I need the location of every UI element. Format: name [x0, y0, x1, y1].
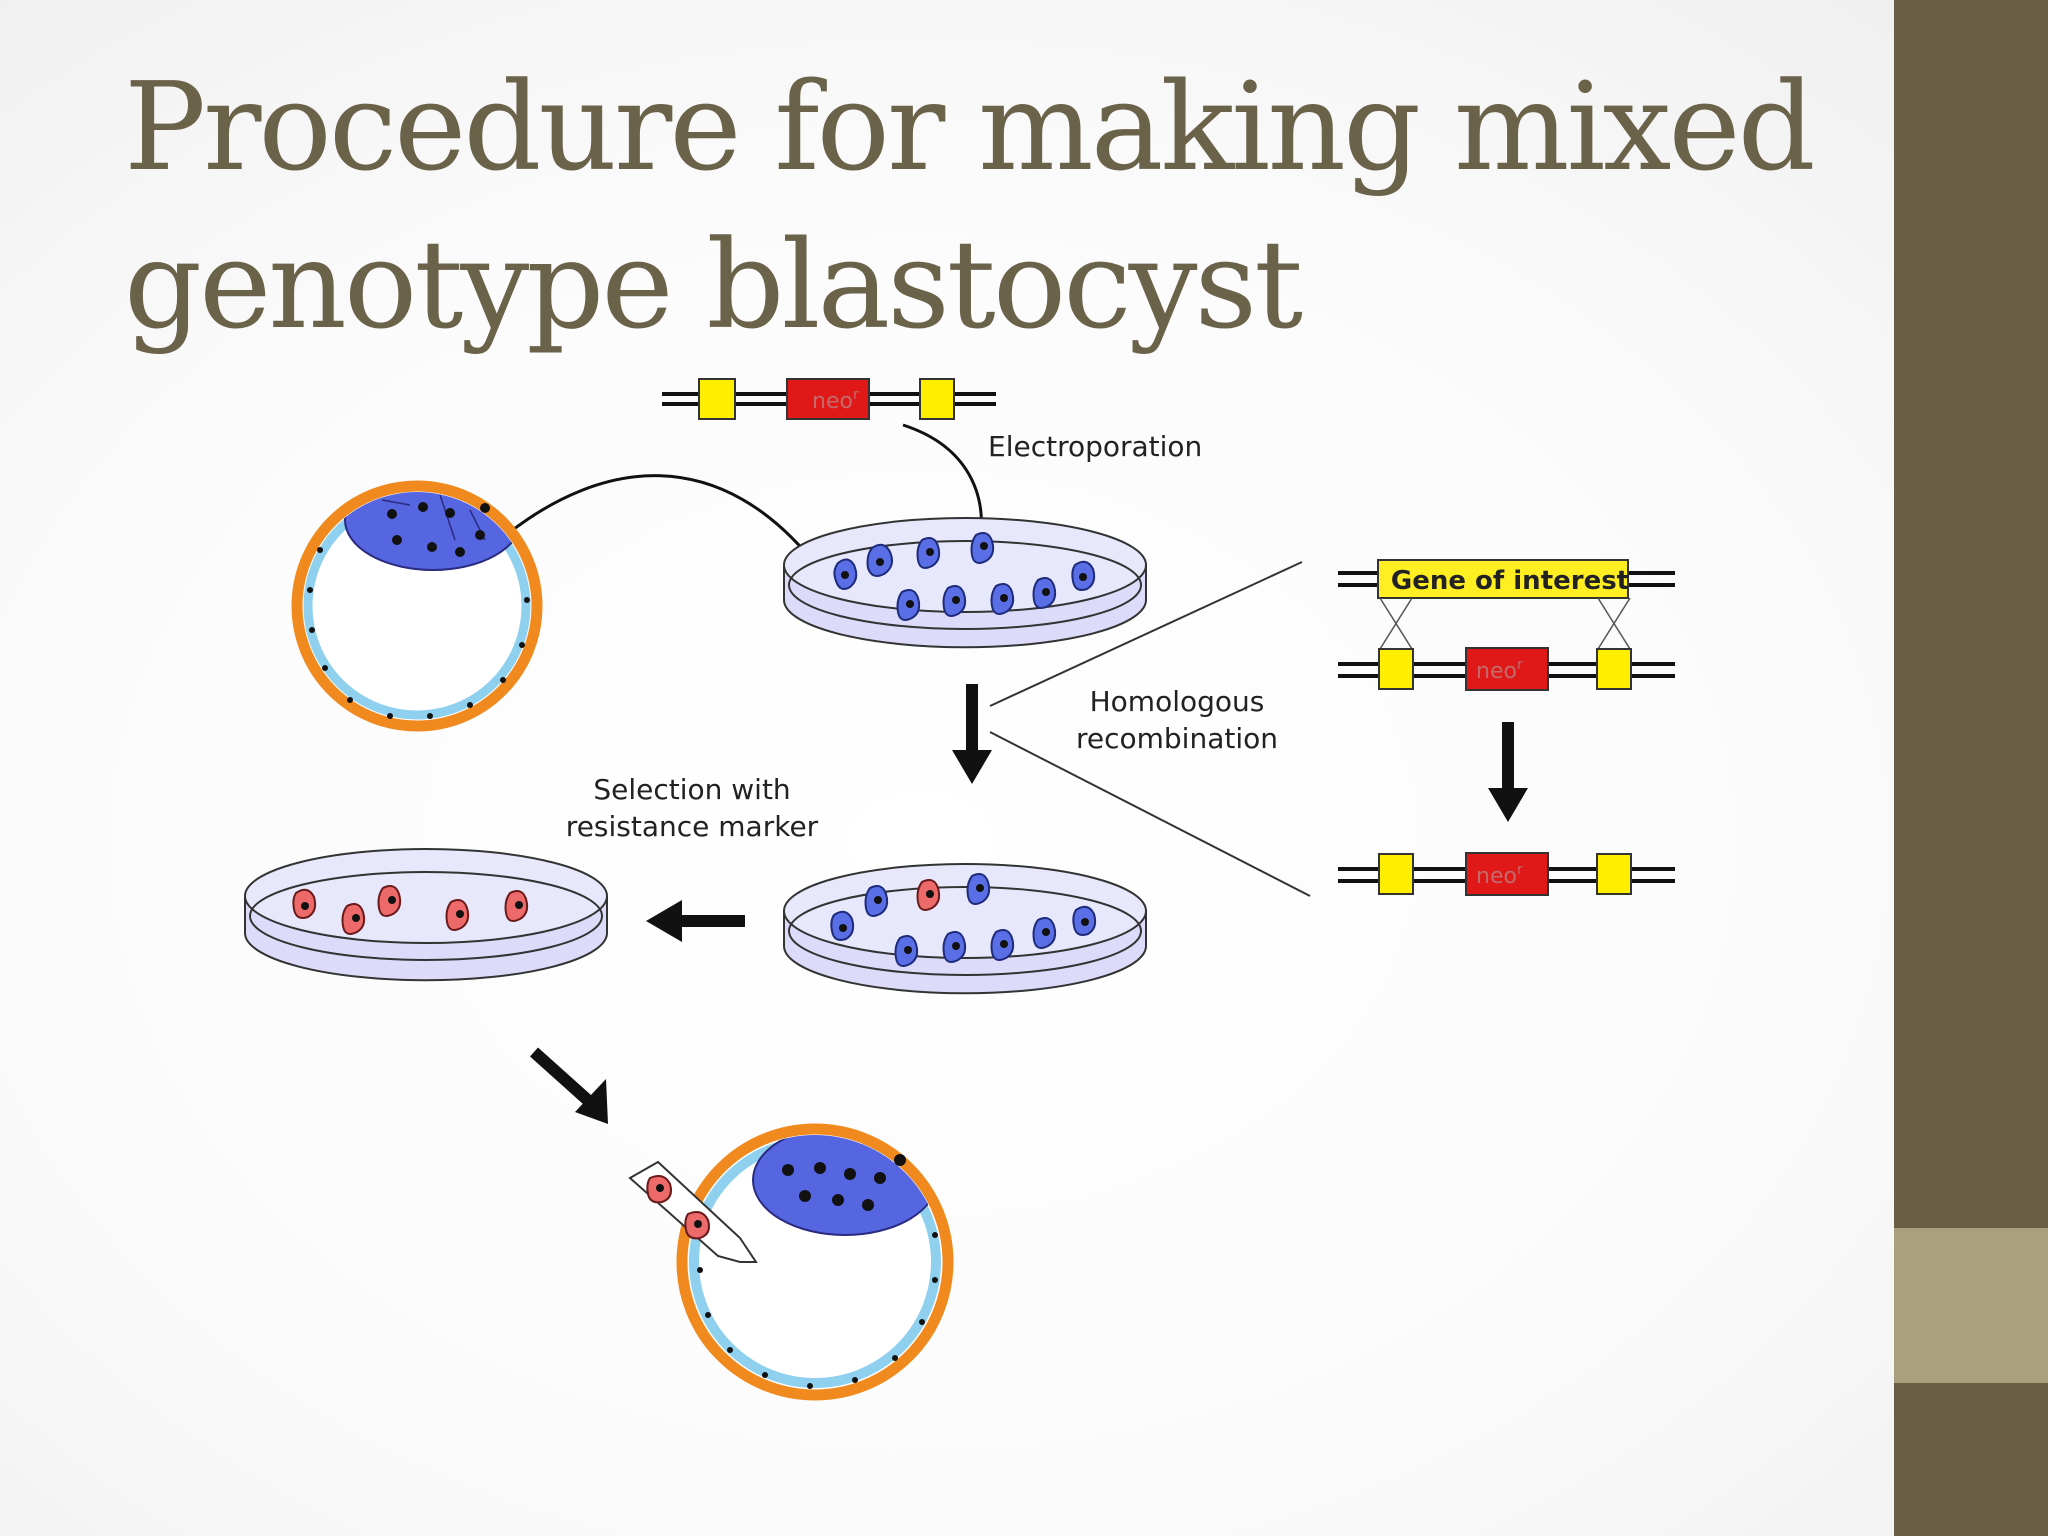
neo-label: neor: [812, 387, 859, 414]
gene-box: [1377, 559, 1629, 599]
trophectoderm-nuclei: [307, 547, 530, 719]
icm-nuclei: [387, 502, 490, 557]
gene-label: Gene of interest: [1391, 566, 1629, 596]
neo-box: [1465, 852, 1549, 896]
targeting-construct-top: neor: [662, 378, 996, 420]
injection-pipette: [628, 1160, 758, 1263]
selection-label-line2: resistance marker: [566, 810, 819, 843]
neo-box: [786, 378, 870, 420]
selected-cell-dish: [244, 848, 608, 982]
flank-box: [919, 378, 955, 420]
icm-nuclei: [782, 1154, 906, 1211]
arrow-diagonal-icon: [529, 1047, 597, 1109]
crossover-lines: [1379, 597, 1631, 650]
recombined-locus: neor: [1338, 852, 1675, 896]
title-line-1: Procedure for making mixed: [124, 56, 1816, 198]
harvest-arrow: [504, 474, 822, 572]
zoom-line-lower: [989, 731, 1311, 897]
gene-of-interest-locus: Gene of interest: [1338, 559, 1675, 599]
es-cell-dish-top: [783, 517, 1147, 649]
electroporation-label: Electroporation: [988, 430, 1202, 463]
sidebar-dark-band-bottom: [1894, 1383, 2048, 1536]
flank-box: [1596, 648, 1632, 690]
slide-sidebar: [1894, 0, 2048, 1536]
flank-box: [698, 378, 736, 420]
homologous-label-line2: recombination: [1076, 722, 1278, 755]
neo-box: [1465, 647, 1549, 691]
neo-label: neor: [1476, 862, 1523, 889]
flank-box: [1378, 648, 1414, 690]
homologous-label-line1: Homologous: [1090, 685, 1265, 718]
targeting-construct-right: neor: [1338, 647, 1675, 691]
blastocyst-donor: [291, 480, 543, 732]
selection-label-line1: Selection with: [593, 773, 790, 806]
trophectoderm-nuclei: [697, 1232, 938, 1389]
flank-box: [1596, 853, 1632, 895]
slide-title: Procedure for making mixed genotype blas…: [124, 48, 1824, 364]
mixed-cell-dish: [783, 863, 1147, 995]
sidebar-light-band: [1894, 1228, 2048, 1383]
zoom-line-upper: [989, 561, 1303, 707]
blastocyst-injected: [676, 1123, 954, 1401]
neo-label: neor: [1476, 657, 1523, 684]
title-line-2: genotype blastocyst: [124, 214, 1303, 356]
flank-box: [1378, 853, 1414, 895]
sidebar-dark-band: [1894, 0, 2048, 1228]
inner-cell-mass: [752, 1135, 938, 1236]
